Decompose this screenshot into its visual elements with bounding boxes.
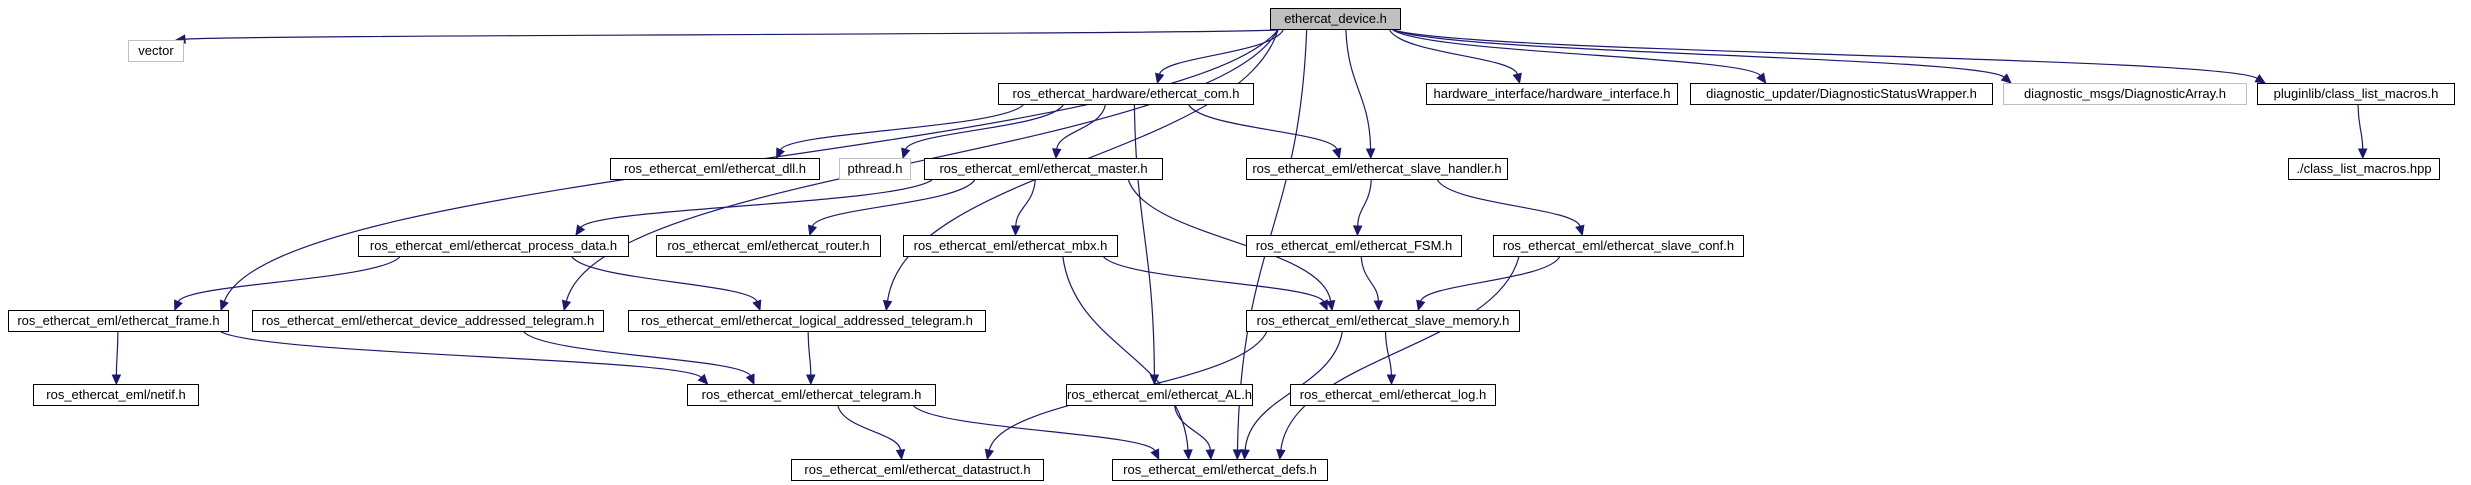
- edge-arrowhead-master-to-process_data: [575, 224, 586, 237]
- edge-hardware_com-to-dll: [779, 104, 1024, 151]
- node-ethercat-slave-memory[interactable]: ros_ethercat_eml/ethercat_slave_memory.h: [1246, 310, 1520, 332]
- edge-arrowhead-master-to-slave_memory: [1325, 299, 1336, 312]
- node-ethercat-logical-addressed-telegram[interactable]: ros_ethercat_eml/ethercat_logical_addres…: [628, 310, 986, 332]
- edge-process_data-to-frame: [177, 256, 401, 303]
- edge-arrowhead-ethercat_device-to-diag_wrapper: [1756, 72, 1767, 85]
- edge-arrowhead-process_data-to-frame: [174, 299, 183, 312]
- edge-arrowhead-hardware_com-to-master: [1052, 148, 1062, 160]
- edge-arrowhead-slave_handler-to-fsm: [1352, 225, 1363, 237]
- edge-arrowhead-ethercat_device-to-frame: [219, 299, 229, 312]
- edge-arrowhead-ethercat_device-to-diag_array: [2000, 73, 2012, 84]
- edge-arrowhead-ethercat_device-to-class_list: [2254, 73, 2267, 84]
- edge-ethercat_device-to-hardware_com: [1158, 29, 1284, 75]
- edge-frame-to-netif: [115, 331, 119, 376]
- node-ethercat-process-data[interactable]: ros_ethercat_eml/ethercat_process_data.h: [358, 235, 629, 257]
- edge-process_data-to-logical_tel: [571, 256, 758, 302]
- node-diagnostic-status-wrapper[interactable]: diagnostic_updater/DiagnosticStatusWrapp…: [1690, 83, 1993, 105]
- edge-ethercat_device-to-diag_wrapper: [1392, 29, 1761, 77]
- node-ethercat-dll[interactable]: ros_ethercat_eml/ethercat_dll.h: [610, 158, 820, 180]
- edge-arrowhead-fsm-to-slave_memory: [1373, 300, 1384, 312]
- edge-slave_handler-to-fsm: [1357, 179, 1372, 227]
- edge-arrowhead-process_data-to-logical_tel: [752, 299, 762, 312]
- edge-hardware_com-to-master: [1056, 104, 1106, 150]
- node-pthread: pthread.h: [839, 158, 911, 180]
- edge-arrowhead-frame-to-telegram: [697, 373, 709, 385]
- node-ethercat-mbx[interactable]: ros_ethercat_eml/ethercat_mbx.h: [903, 235, 1118, 257]
- edge-logical_tel-to-telegram: [807, 331, 812, 376]
- node-ethercat-fsm[interactable]: ros_ethercat_eml/ethercat_FSM.h: [1246, 235, 1462, 257]
- node-ethercat-device-addressed-telegram[interactable]: ros_ethercat_eml/ethercat_device_address…: [252, 310, 604, 332]
- edge-slave_conf-to-defs: [1280, 256, 1520, 451]
- node-diagnostic-array: diagnostic_msgs/DiagnosticArray.h: [2003, 83, 2247, 105]
- node-ethercat-datastruct[interactable]: ros_ethercat_eml/ethercat_datastruct.h: [791, 459, 1044, 481]
- edge-arrowhead-slave_conf-to-defs: [1276, 449, 1286, 461]
- edge-arrowhead-class_list-to-class_list_hpp: [2357, 148, 2368, 160]
- edge-slave_handler-to-slave_conf: [1436, 179, 1581, 227]
- edge-hardware_com-to-al: [1133, 104, 1156, 376]
- edge-ethercat_device-to-slave_handler: [1345, 29, 1372, 150]
- node-ethercat-frame[interactable]: ros_ethercat_eml/ethercat_frame.h: [8, 310, 229, 332]
- node-hardware-ethercat-com[interactable]: ros_ethercat_hardware/ethercat_com.h: [998, 83, 1254, 105]
- edge-arrowhead-ethercat_device-to-slave_handler: [1365, 148, 1376, 160]
- edge-arrowhead-ethercat_device-to-hardware_interface: [1512, 72, 1522, 85]
- node-ethercat-device[interactable]: ethercat_device.h: [1270, 8, 1401, 30]
- edge-arrowhead-slave_memory-to-defs: [1240, 449, 1250, 461]
- node-ethercat-log[interactable]: ros_ethercat_eml/ethercat_log.h: [1290, 384, 1496, 406]
- edge-arrowhead-slave_memory-to-log: [1386, 374, 1397, 386]
- node-ethercat-slave-handler[interactable]: ros_ethercat_eml/ethercat_slave_handler.…: [1246, 158, 1508, 180]
- node-ethercat-al[interactable]: ros_ethercat_eml/ethercat_AL.h: [1066, 384, 1253, 406]
- edge-slave_memory-to-log: [1384, 331, 1392, 376]
- edge-frame-to-telegram: [220, 331, 702, 378]
- node-class-list-macros-hpp[interactable]: ./class_list_macros.hpp: [2288, 158, 2440, 180]
- edge-arrowhead-master-to-mbx: [1011, 225, 1021, 237]
- edge-al-to-defs: [1174, 405, 1211, 451]
- edge-ethercat_device-to-hardware_interface: [1389, 29, 1518, 75]
- edge-arrowhead-mbx-to-slave_memory: [1319, 299, 1328, 312]
- edge-fsm-to-slave_memory: [1360, 256, 1379, 302]
- edge-arrowhead-slave_conf-to-slave_memory: [1416, 299, 1426, 312]
- edge-arrowhead-mbx-to-defs: [1183, 449, 1193, 461]
- edge-ethercat_device-to-diag_array: [1392, 29, 2005, 78]
- node-ethercat-defs[interactable]: ros_ethercat_eml/ethercat_defs.h: [1112, 459, 1328, 481]
- node-hardware-interface[interactable]: hardware_interface/hardware_interface.h: [1426, 83, 1678, 105]
- edge-telegram-to-datastruct: [837, 405, 902, 451]
- edge-arrowhead-ethercat_device-to-device_tel: [561, 299, 572, 312]
- edge-arrowhead-telegram-to-datastruct: [895, 448, 906, 461]
- edge-telegram-to-defs: [913, 405, 1156, 452]
- edge-mbx-to-slave_memory: [1103, 256, 1325, 303]
- node-ethercat-slave-conf[interactable]: ros_ethercat_eml/ethercat_slave_conf.h: [1493, 235, 1744, 257]
- edge-arrowhead-slave_memory-to-datastruct: [984, 448, 995, 461]
- edge-class_list-to-class_list_hpp: [2357, 104, 2364, 150]
- edge-arrowhead-master-to-router: [807, 224, 818, 237]
- edge-master-to-mbx: [1015, 179, 1036, 227]
- edge-arrowhead-frame-to-netif: [111, 374, 122, 386]
- edge-hardware_com-to-pthread: [905, 104, 1064, 150]
- edge-arrowhead-al-to-defs: [1205, 449, 1216, 461]
- edge-arrowhead-device_tel-to-telegram: [745, 373, 755, 386]
- edge-slave_conf-to-slave_memory: [1420, 256, 1561, 302]
- edge-arrowhead-ethercat_device-to-logical_tel: [882, 299, 893, 312]
- edge-master-to-slave_memory: [1127, 179, 1332, 302]
- edge-arrowhead-hardware_com-to-dll: [776, 147, 785, 160]
- edge-arrowhead-hardware_com-to-pthread: [901, 147, 911, 160]
- node-ethercat-router[interactable]: ros_ethercat_eml/ethercat_router.h: [656, 235, 881, 257]
- edge-master-to-process_data: [580, 179, 933, 228]
- node-class-list-macros-h[interactable]: pluginlib/class_list_macros.h: [2257, 83, 2455, 105]
- edge-master-to-router: [811, 179, 976, 227]
- edge-mbx-to-defs: [1062, 256, 1189, 451]
- edge-arrowhead-hardware_com-to-slave_handler: [1332, 147, 1342, 160]
- edge-ethercat_device-to-vector: [184, 29, 1279, 40]
- node-vector: vector: [128, 40, 184, 62]
- node-netif[interactable]: ros_ethercat_eml/netif.h: [33, 384, 199, 406]
- node-ethercat-telegram[interactable]: ros_ethercat_eml/ethercat_telegram.h: [687, 384, 936, 406]
- edge-ethercat_device-to-class_list: [1392, 29, 2258, 79]
- edge-hardware_com-to-slave_handler: [1188, 104, 1338, 150]
- edge-device_tel-to-telegram: [523, 331, 751, 377]
- edge-arrowhead-ethercat_device-to-hardware_com: [1154, 72, 1165, 85]
- edge-arrowhead-ethercat_device-to-defs: [1232, 449, 1243, 461]
- edge-arrowhead-telegram-to-defs: [1150, 448, 1160, 461]
- node-ethercat-master[interactable]: ros_ethercat_eml/ethercat_master.h: [924, 158, 1163, 180]
- edge-arrowhead-logical_tel-to-telegram: [806, 374, 816, 386]
- edge-arrowhead-slave_handler-to-slave_conf: [1575, 224, 1585, 237]
